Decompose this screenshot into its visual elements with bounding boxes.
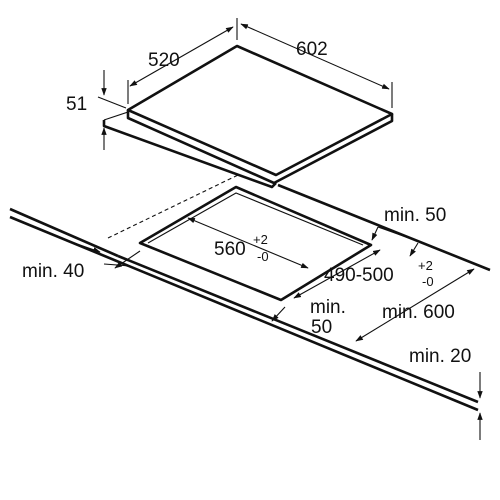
worktop-front-edge xyxy=(9,215,479,412)
dim-min-front xyxy=(271,306,286,322)
dim-min-side xyxy=(59,237,141,269)
cutout xyxy=(138,185,373,302)
label-depth: 520 xyxy=(148,50,180,71)
cooktop-base xyxy=(102,120,277,189)
cooktop-body-edge xyxy=(126,110,394,185)
worktop-back-edge xyxy=(277,183,491,272)
label-cutout-depth: 490-500 xyxy=(324,265,394,286)
worktop xyxy=(9,174,491,412)
dim-cutout-depth xyxy=(293,249,381,299)
dim-width xyxy=(240,23,393,108)
worktop-side-hidden-edge xyxy=(107,174,239,239)
label-cutout-width-tol-plus: +2 xyxy=(253,232,268,247)
label-height: 51 xyxy=(66,94,87,115)
label-min-back: min. 50 xyxy=(384,205,446,226)
dim-height xyxy=(97,70,127,150)
dim-min-worktop-depth xyxy=(355,268,475,342)
label-cutout-width-tol-minus: -0 xyxy=(257,249,269,264)
dim-depth xyxy=(127,18,238,104)
label-cutout-width: 560 xyxy=(214,239,246,260)
cooktop-base-link xyxy=(103,111,129,121)
label-min-worktop-thickness: min. 20 xyxy=(409,346,471,367)
dim-min-back xyxy=(371,226,421,257)
dim-cutout-width xyxy=(187,217,309,269)
label-min-front-b: 50 xyxy=(311,317,332,338)
label-min-front-a: min. xyxy=(310,297,346,318)
label-cutout-depth-tol-plus: +2 xyxy=(418,258,433,273)
worktop-top-edge xyxy=(117,254,479,404)
label-min-worktop-depth: min. 600 xyxy=(382,302,455,323)
label-cutout-depth-tol-minus: -0 xyxy=(422,274,434,289)
label-width: 602 xyxy=(296,39,328,60)
cutout-inner-edge xyxy=(147,192,364,246)
label-min-side: min. 40 xyxy=(22,261,84,282)
worktop-front-left-edge xyxy=(9,207,119,258)
cutout-outline xyxy=(138,185,373,302)
